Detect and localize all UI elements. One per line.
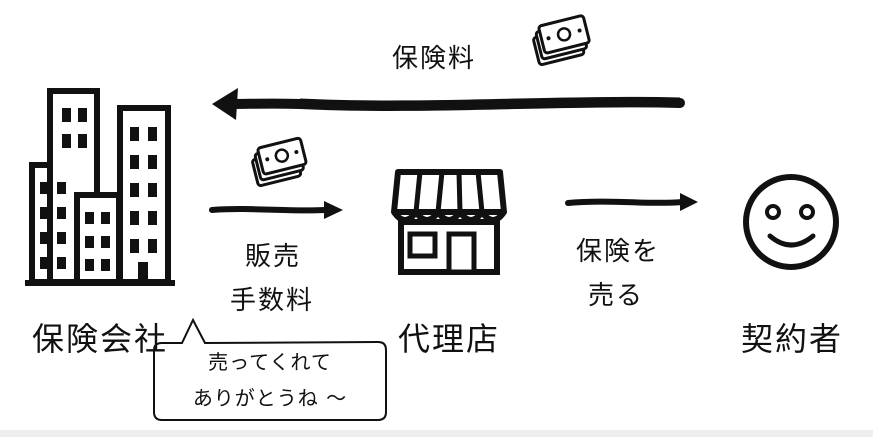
customer-label: 契約者 [741, 314, 843, 360]
building-icon [25, 91, 175, 283]
sell-arrow [568, 193, 698, 211]
premium-label: 保険料 [392, 38, 476, 75]
bubble-line1: 売ってくれて [170, 345, 370, 379]
bottom-divider [0, 430, 873, 437]
smiley-icon [746, 177, 836, 267]
premium-arrow [212, 88, 680, 120]
agency-label: 代理店 [398, 314, 500, 360]
commission-label-line1: 販売 [245, 236, 301, 273]
shop-icon [394, 172, 504, 272]
commission-arrow [212, 201, 343, 219]
sell-label-line1: 保険を [576, 231, 660, 268]
money-icon [531, 15, 593, 65]
bubble-line2: ありがとうね ～ [170, 381, 370, 415]
insurer-label: 保険会社 [32, 314, 168, 360]
sell-label-line2: 売る [588, 275, 644, 312]
commission-label-line2: 手数料 [230, 280, 314, 317]
commission-money-icon [250, 138, 309, 186]
